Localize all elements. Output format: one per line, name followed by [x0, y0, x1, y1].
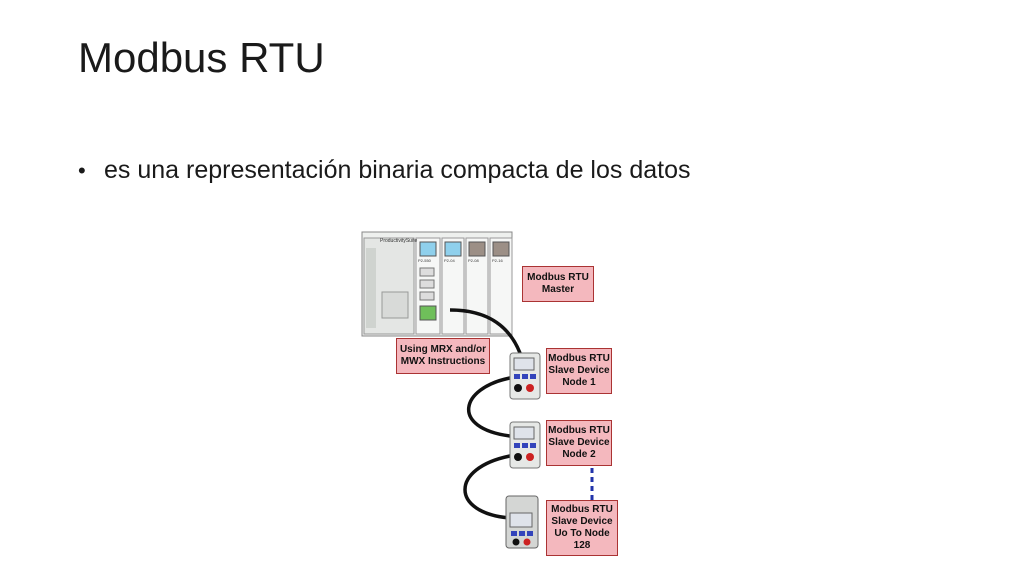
- callout-node-2: Modbus RTU Slave Device Node 2: [546, 420, 612, 466]
- diagram-graphics: ProductivitySuite P2-550 P2-04 P2-08 P2-…: [361, 231, 594, 549]
- bullet-item: • es una representación binaria compacta…: [78, 156, 690, 185]
- plc-rack: ProductivitySuite P2-550 P2-04 P2-08 P2-…: [361, 231, 513, 337]
- slave-device-3: [505, 495, 539, 549]
- slave-device-1: [509, 352, 541, 400]
- callout-line: Slave Device: [548, 365, 610, 376]
- callout-line: Uo To Node: [554, 528, 610, 539]
- callout-line: Slave Device: [551, 516, 613, 527]
- module-label: P2-550: [418, 258, 432, 263]
- callout-line: Using MRX and/or: [399, 344, 487, 355]
- callout-instructions: Using MRX and/or MWX Instructions: [396, 338, 490, 374]
- callout-line: Master: [541, 284, 575, 295]
- slide-title: Modbus RTU: [78, 34, 325, 81]
- callout-node-128: Modbus RTU Slave Device Uo To Node 128: [546, 500, 618, 556]
- callout-line: Node 2: [562, 449, 596, 460]
- module-label: P2-16: [492, 258, 503, 263]
- callout-line: 128: [573, 540, 591, 551]
- callout-line: Modbus RTU: [548, 353, 610, 364]
- slave-device-2: [509, 421, 541, 469]
- callout-line: Modbus RTU: [527, 272, 589, 283]
- callout-line: Modbus RTU: [548, 425, 610, 436]
- callout-master: Modbus RTU Master: [522, 266, 594, 302]
- module-label: P2-04: [444, 258, 455, 263]
- callout-line: Node 1: [562, 377, 596, 388]
- modbus-network-diagram: ProductivitySuite P2-550 P2-04 P2-08 P2-…: [360, 228, 628, 568]
- callout-line: Modbus RTU: [551, 504, 613, 515]
- plc-brand-label: ProductivitySuite: [380, 238, 417, 244]
- callout-line: MWX Instructions: [400, 356, 486, 367]
- callout-node-1: Modbus RTU Slave Device Node 1: [546, 348, 612, 394]
- module-label: P2-08: [468, 258, 479, 263]
- serial-cables: [449, 308, 522, 520]
- callout-line: Slave Device: [548, 437, 610, 448]
- bullet-dot: •: [78, 157, 86, 183]
- bullet-text: es una representación binaria compacta d…: [104, 156, 691, 184]
